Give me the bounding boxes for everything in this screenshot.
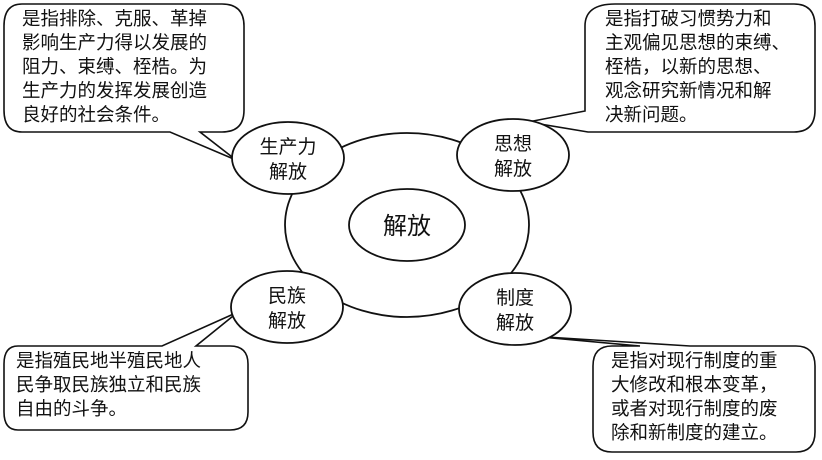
callout-line: 或者对现行制度的废	[611, 399, 778, 420]
node-system-shape	[458, 272, 572, 346]
callout-line: 良好的社会条件。	[22, 105, 171, 126]
callout-line: 除和新制度的建立。	[611, 423, 778, 444]
callout-line: 桎梏，以新的思想、	[605, 57, 772, 78]
callout-thought-text: 是指打破习惯势力和 主观偏见思想的束缚、 桎梏，以新的思想、 观念研究新情况和解…	[605, 8, 813, 128]
callout-thought-frame	[527, 3, 816, 133]
callout-line: 生产力的发挥发展创造	[22, 81, 208, 102]
callout-line: 决新问题。	[605, 105, 698, 126]
callout-line: 是指打破习惯势力和	[605, 9, 772, 30]
callout-line: 是指排除、克服、革掉	[22, 9, 208, 30]
node-nation-line2: 解放	[268, 310, 306, 332]
node-productivity-line1: 生产力	[259, 136, 316, 158]
node-productivity-shape	[231, 121, 345, 195]
callout-line: 自由的斗争。	[16, 399, 128, 420]
callout-line: 观念研究新情况和解	[605, 81, 772, 102]
node-thought-shape	[456, 118, 570, 192]
node-system-line2: 解放	[496, 312, 534, 334]
callout-productivity-text: 是指排除、克服、革掉 影响生产力得以发展的 阻力、束缚、桎梏。为 生产力的发挥发…	[22, 8, 238, 128]
center-label: 解放	[383, 212, 431, 240]
center-node-shape	[348, 188, 466, 262]
callout-productivity-frame	[3, 3, 245, 161]
node-thought-line1: 思想	[494, 133, 532, 155]
callout-nation-frame	[3, 311, 249, 431]
callout-system-text: 是指对现行制度的重 大修改和根本变革， 或者对现行制度的废 除和新制度的建立。	[611, 350, 813, 446]
callout-line: 大修改和根本变革，	[611, 375, 778, 396]
callout-line: 主观偏见思想的束缚、	[605, 33, 791, 54]
node-nation-line1: 民族	[268, 285, 306, 307]
node-nation-shape	[230, 270, 344, 344]
callout-system-frame	[529, 335, 816, 453]
callout-line: 阻力、束缚、桎梏。为	[22, 57, 208, 78]
callout-line: 是指殖民地半殖民地人	[16, 351, 202, 372]
callout-line: 影响生产力得以发展的	[22, 33, 208, 54]
node-system-line1: 制度	[496, 287, 534, 309]
callout-line: 是指对现行制度的重	[611, 351, 778, 372]
node-productivity-line2: 解放	[269, 161, 307, 183]
callout-line: 民争取民族独立和民族	[16, 375, 202, 396]
callout-nation-text: 是指殖民地半殖民地人 民争取民族独立和民族 自由的斗争。	[16, 350, 246, 422]
node-thought-line2: 解放	[494, 158, 532, 180]
